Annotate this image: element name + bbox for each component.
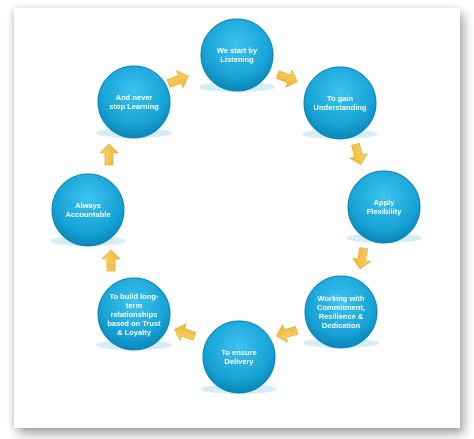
arrow-commitment-to-delivery	[275, 324, 299, 343]
step-circle-understanding	[302, 66, 378, 140]
step-circle-flexibility	[346, 170, 422, 244]
arrow-listen-to-understand	[275, 69, 298, 88]
step-circle-accountable	[50, 173, 126, 247]
arrow-accountable-to-learning	[99, 143, 119, 166]
step-circle-delivery	[201, 320, 277, 394]
step-label-commitment: Working with Commitment, Resilience & De…	[317, 294, 365, 330]
step-label-accountable: Always Accountable	[65, 201, 111, 219]
step-label-listening: We start by Listening	[216, 46, 258, 64]
arrow-relationships-to-accountable	[101, 249, 121, 272]
step-label-learning: And never stop Learning	[109, 93, 159, 111]
arrow-delivery-to-relationships	[174, 323, 197, 342]
step-label-relationships: To build long- term relationships based …	[107, 292, 161, 337]
arrow-understand-to-flexibility	[349, 142, 368, 166]
step-label-flexibility: Apply Flexibility	[366, 198, 402, 216]
step-circle-relationships	[96, 277, 172, 351]
step-circle-listening	[199, 18, 275, 92]
arrow-learning-to-listen	[166, 70, 189, 89]
arrow-flexibility-to-commitment	[352, 247, 372, 270]
step-circle-learning	[96, 65, 172, 139]
step-circle-commitment	[303, 275, 379, 349]
step-label-understanding: To gain Understanding	[313, 94, 367, 112]
step-label-delivery: To ensure Delivery	[221, 348, 257, 366]
